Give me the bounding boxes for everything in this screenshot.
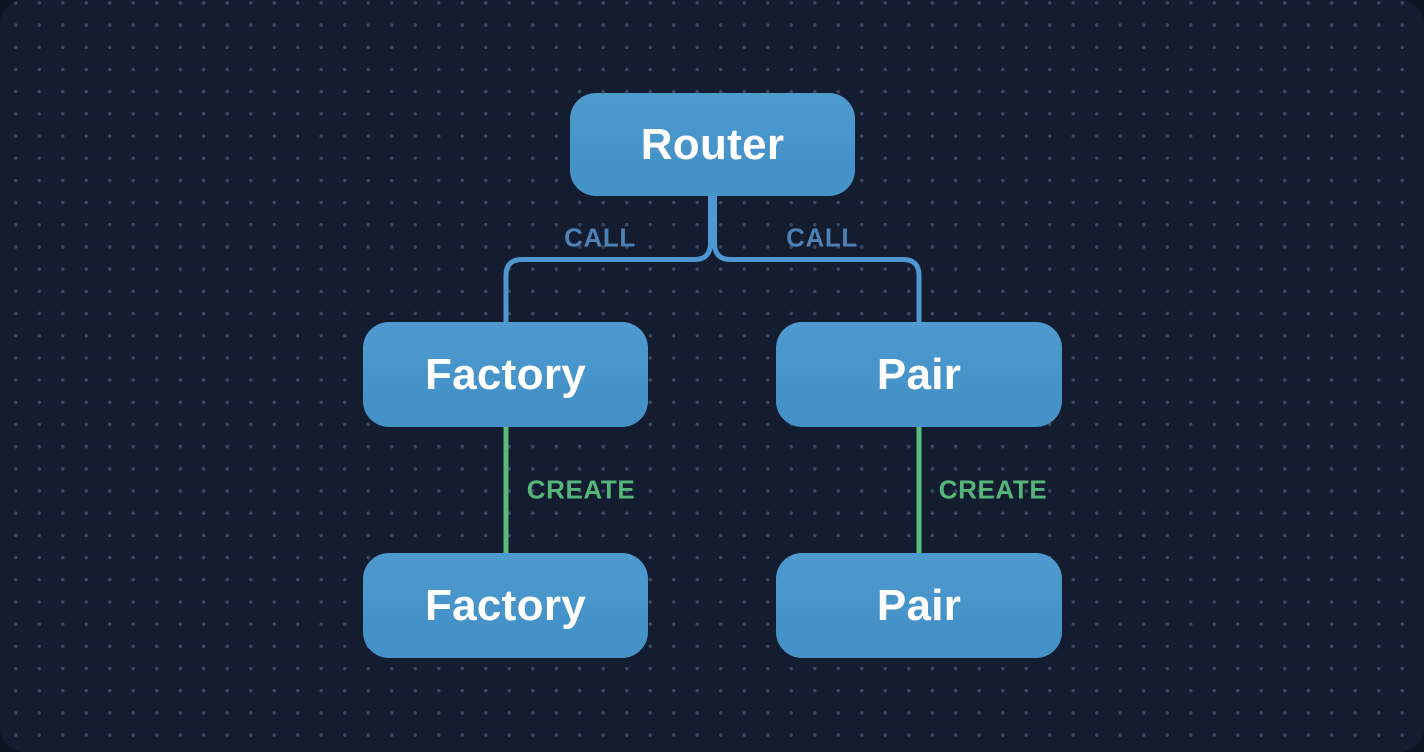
node-pair-created: Pair — [776, 553, 1062, 658]
node-router-label: Router — [640, 119, 785, 169]
node-factory-label: Factory — [424, 349, 587, 399]
node-factory-created-label: Factory — [424, 580, 587, 630]
edge-label-create-left: CREATE — [526, 474, 636, 505]
node-router: Router — [570, 93, 855, 196]
edge-label-call-right: CALL — [786, 222, 858, 253]
edge-call-router-pair — [712, 190, 922, 326]
node-pair-label: Pair — [876, 349, 962, 399]
edge-call-router-factory — [503, 190, 713, 326]
node-factory-created: Factory — [363, 553, 648, 658]
edge-label-call-left: CALL — [564, 222, 636, 253]
node-pair-created-label: Pair — [876, 580, 962, 630]
edge-label-create-right: CREATE — [938, 474, 1048, 505]
node-pair: Pair — [776, 322, 1062, 427]
node-factory: Factory — [363, 322, 648, 427]
